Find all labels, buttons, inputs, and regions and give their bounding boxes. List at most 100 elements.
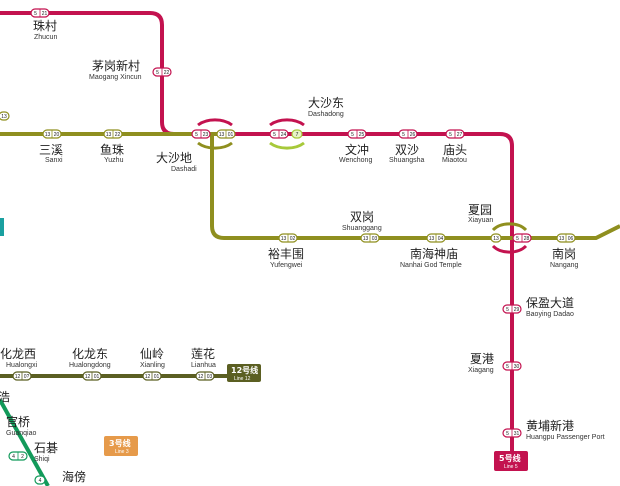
legend-line-5-zh: 5号线 bbox=[499, 453, 521, 463]
svg-text:13: 13 bbox=[363, 236, 369, 242]
station-guanqiao-en: Guanqiao bbox=[6, 430, 36, 437]
station-xianling-zh: 仙岭 bbox=[140, 347, 164, 361]
legend-line-3: 3号线 Line 3 bbox=[104, 436, 138, 456]
station-sanxi-en: Sanxi bbox=[45, 157, 63, 164]
svg-text:4: 4 bbox=[12, 454, 15, 460]
station-haibang-zh: 海傍 bbox=[62, 469, 86, 484]
badge-dashadong-5: 5 24 bbox=[269, 129, 289, 139]
station-miaotou-zh: 庙头 bbox=[443, 143, 467, 157]
svg-text:25: 25 bbox=[359, 132, 365, 138]
station-xiayuan-en: Xiayuan bbox=[468, 217, 493, 224]
svg-text:20: 20 bbox=[54, 132, 60, 138]
svg-text:13: 13 bbox=[281, 236, 287, 242]
svg-text:13: 13 bbox=[1, 114, 7, 120]
station-maogang-zh: 茅岗新村 bbox=[92, 58, 140, 73]
svg-text:30: 30 bbox=[514, 364, 520, 370]
station-dashadong-zh: 大沙东 bbox=[308, 96, 344, 110]
line-5-track bbox=[0, 11, 514, 468]
station-yufengwei-zh: 裕丰围 bbox=[268, 246, 304, 261]
station-miaotou-en: Miaotou bbox=[442, 157, 467, 164]
station-nangang-en: Nangang bbox=[550, 262, 579, 269]
badge-haibang: 4 bbox=[34, 475, 46, 485]
svg-text:13: 13 bbox=[45, 132, 51, 138]
station-dashadi-zh: 大沙地 bbox=[156, 151, 192, 165]
station-lianhua-en: Lianhua bbox=[191, 362, 216, 369]
station-nanhai-zh: 南海神庙 bbox=[410, 246, 458, 261]
svg-text:5: 5 bbox=[506, 364, 509, 370]
station-nanhai-en: Nanhai God Temple bbox=[400, 262, 462, 269]
svg-text:29: 29 bbox=[514, 307, 520, 313]
station-hualongdong-en: Hualongdong bbox=[69, 362, 111, 369]
svg-text:21: 21 bbox=[42, 11, 48, 17]
badge-dashadong-7: 7 bbox=[291, 129, 303, 139]
badge-xiagang: 5 30 bbox=[502, 361, 522, 371]
badge-maogang: 5 22 bbox=[152, 67, 172, 77]
svg-text:03: 03 bbox=[372, 236, 378, 242]
station-shiqi-zh: 石碁 bbox=[34, 441, 58, 455]
station-zhucun-zh: 珠村 bbox=[33, 19, 57, 33]
svg-text:5: 5 bbox=[156, 70, 159, 76]
svg-text:13: 13 bbox=[106, 132, 112, 138]
svg-text:12: 12 bbox=[85, 374, 91, 380]
svg-text:31: 31 bbox=[514, 431, 520, 437]
legend-line-12-en: Line 12 bbox=[234, 376, 251, 382]
station-xiagang-en: Xiagang bbox=[468, 367, 494, 374]
station-shuanggang-en: Shuanggang bbox=[342, 225, 382, 232]
station-wenchong-en: Wenchong bbox=[339, 157, 372, 164]
svg-text:5: 5 bbox=[402, 132, 405, 138]
dashadong-transfer-arc-2 bbox=[269, 141, 305, 150]
svg-text:03: 03 bbox=[207, 374, 213, 380]
svg-text:5: 5 bbox=[273, 132, 276, 138]
svg-text:26: 26 bbox=[410, 132, 416, 138]
svg-text:4: 4 bbox=[39, 478, 42, 484]
badge-shuangsha: 5 26 bbox=[398, 129, 418, 139]
legend-line-3-en: Line 3 bbox=[115, 449, 129, 455]
svg-text:12: 12 bbox=[145, 374, 151, 380]
station-baoying-en: Baoying Dadao bbox=[526, 311, 574, 318]
station-shuangsha-zh: 双沙 bbox=[395, 143, 419, 157]
station-dashadong-en: Dashadong bbox=[308, 111, 344, 118]
svg-text:23: 23 bbox=[203, 132, 209, 138]
svg-text:5: 5 bbox=[506, 431, 509, 437]
legend-line-5-en: Line 5 bbox=[504, 464, 518, 470]
svg-text:27: 27 bbox=[457, 132, 463, 138]
station-wenchong-zh: 文冲 bbox=[345, 142, 369, 157]
station-baoying-zh: 保盈大道 bbox=[526, 296, 574, 310]
dashadi-transfer-arc bbox=[197, 118, 233, 127]
line-4-track bbox=[0, 399, 50, 486]
svg-text:13: 13 bbox=[493, 236, 499, 242]
xiayuan-transfer-arc bbox=[491, 222, 528, 232]
svg-text:01: 01 bbox=[154, 374, 160, 380]
station-hualongxi-en: Hualongxi bbox=[6, 362, 38, 369]
svg-text:5: 5 bbox=[516, 236, 519, 242]
svg-text:12: 12 bbox=[198, 374, 204, 380]
svg-text:7: 7 bbox=[296, 132, 299, 138]
svg-text:06: 06 bbox=[568, 236, 574, 242]
teal-line-fragment bbox=[0, 218, 4, 236]
station-yuzhu-en: Yuzhu bbox=[104, 157, 124, 164]
station-guanqiao-zh: 官桥 bbox=[6, 414, 30, 429]
svg-text:04: 04 bbox=[438, 236, 444, 242]
svg-text:0?: 0? bbox=[24, 374, 30, 380]
badge-xiayuan-13: 13 bbox=[490, 233, 502, 243]
svg-text:22: 22 bbox=[164, 70, 170, 76]
svg-text:01: 01 bbox=[228, 132, 234, 138]
dashadi-transfer-arc-2 bbox=[197, 141, 233, 150]
svg-text:24: 24 bbox=[281, 132, 287, 138]
line-13-track-south bbox=[210, 134, 620, 240]
station-dashadi-en: Dashadi bbox=[171, 166, 197, 173]
station-xiayuan-zh: 夏园 bbox=[468, 203, 492, 217]
station-yuzhu-zh: 鱼珠 bbox=[100, 143, 124, 157]
station-sanxi-zh: 三溪 bbox=[39, 143, 63, 157]
